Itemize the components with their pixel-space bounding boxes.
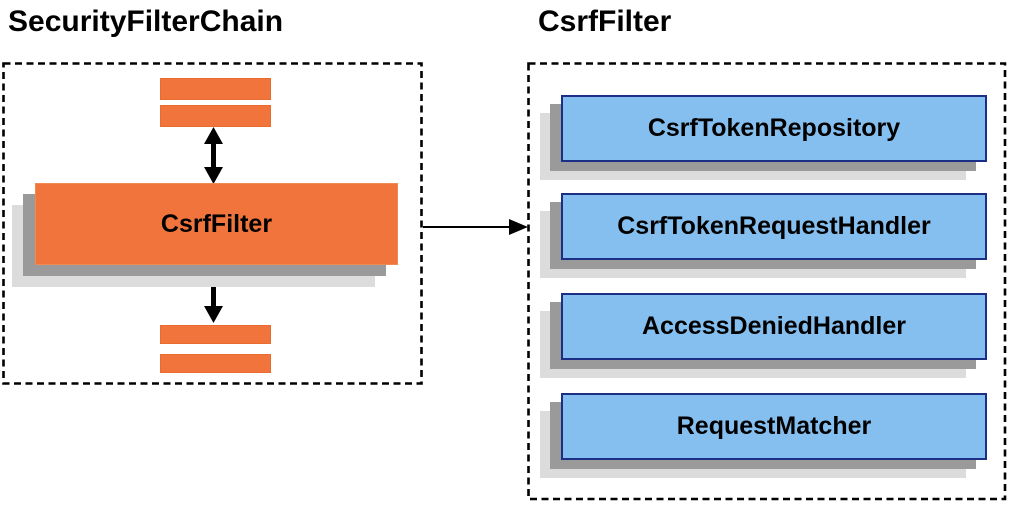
security-filter-chain-boundary bbox=[2, 62, 423, 385]
filter-placeholder-bar bbox=[160, 78, 271, 100]
filter-placeholder-bar bbox=[160, 105, 271, 127]
filter-placeholder-bar bbox=[160, 325, 271, 344]
filter-placeholder-bar bbox=[160, 354, 271, 373]
csrf-filter-title: CsrfFilter bbox=[538, 5, 672, 38]
security-filter-chain-title: SecurityFilterChain bbox=[8, 5, 284, 38]
component-box-request-matcher: RequestMatcher bbox=[561, 393, 987, 460]
csrf-filter-node: CsrfFilter bbox=[35, 183, 398, 265]
csrf-filter-boundary bbox=[527, 62, 1007, 501]
bidirectional-arrow-top-icon bbox=[204, 127, 223, 184]
component-box-csrf-token-request-handler: CsrfTokenRequestHandler bbox=[561, 193, 987, 260]
component-box-csrf-token-repository: CsrfTokenRepository bbox=[561, 95, 987, 162]
bidirectional-arrow-bottom-icon bbox=[204, 266, 223, 323]
component-box-access-denied-handler: AccessDeniedHandler bbox=[561, 293, 987, 360]
flow-arrow-icon bbox=[423, 219, 528, 235]
